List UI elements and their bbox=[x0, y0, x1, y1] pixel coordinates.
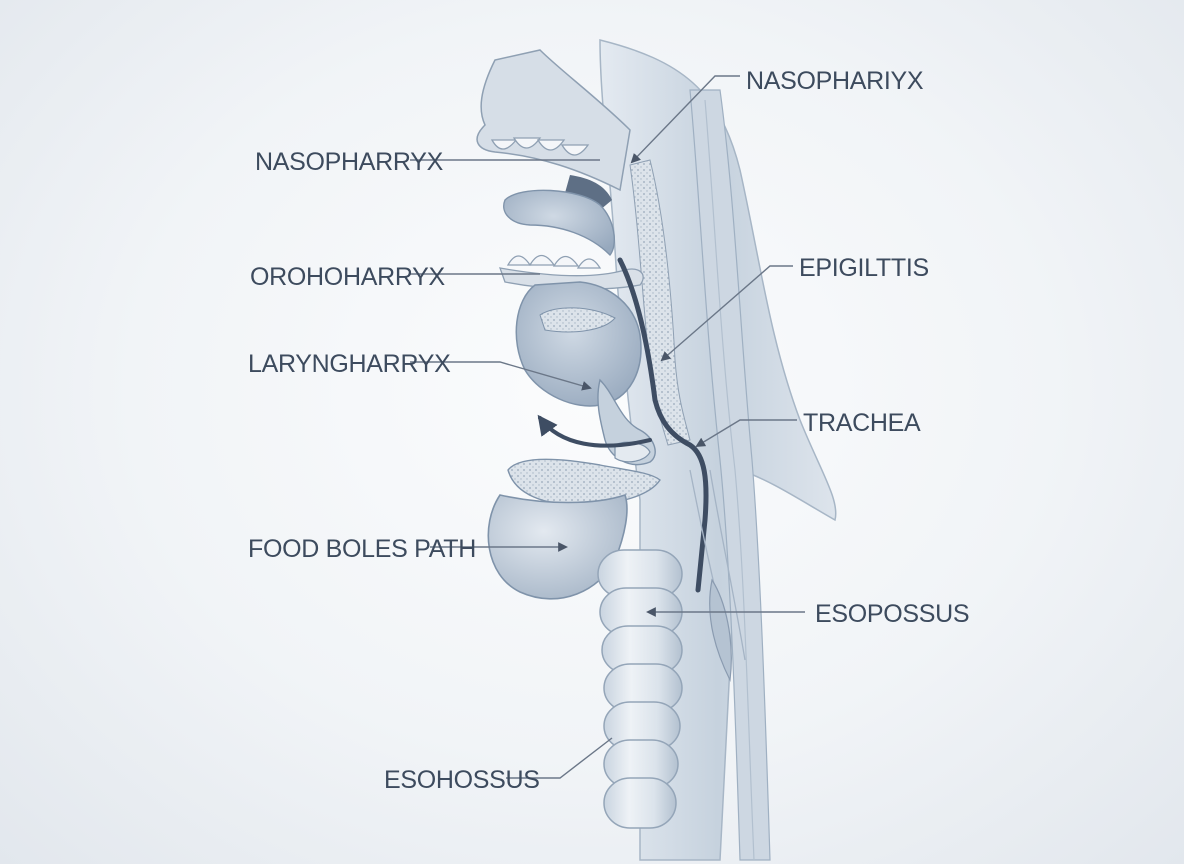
esophagus-tube bbox=[597, 549, 683, 829]
soft-palate bbox=[503, 189, 616, 257]
spine-line bbox=[704, 99, 755, 861]
anatomy-illustration bbox=[476, 39, 837, 861]
leader-esohossus bbox=[506, 737, 613, 779]
palate bbox=[565, 175, 612, 210]
leader-epigilttis bbox=[660, 265, 793, 362]
label-food-boles-path: FOOD BOLES PATH bbox=[248, 535, 476, 563]
lower-teeth bbox=[506, 254, 602, 269]
upper-teeth bbox=[490, 137, 590, 156]
label-nasopharryx: NASOPHARRYX bbox=[255, 148, 444, 176]
cartilage-column bbox=[629, 159, 691, 446]
label-esopossus: ESOPOSSUS bbox=[815, 600, 969, 628]
food-path-line bbox=[617, 257, 709, 593]
label-nasophariyx: NASOPHARIYX bbox=[746, 67, 924, 95]
leader-lines bbox=[410, 75, 805, 779]
label-trachea: TRACHEA bbox=[803, 409, 921, 437]
label-esohossus: ESOHOSSUS bbox=[384, 766, 540, 794]
label-laryngharryx: LARYNGHARRYX bbox=[248, 350, 451, 378]
leader-nasophariyx bbox=[630, 75, 740, 164]
tongue bbox=[515, 281, 642, 407]
labels: NASOPHARIYX NASOPHARRYX EPIGILTTIS OROHO… bbox=[248, 67, 970, 794]
tongue-texture bbox=[539, 307, 616, 333]
spine-band bbox=[689, 89, 771, 861]
label-epigilttis: EPIGILTTIS bbox=[799, 254, 929, 282]
leader-trachea bbox=[695, 419, 797, 448]
label-orohoharryx: OROHOHARRYX bbox=[250, 263, 446, 291]
upper-lip bbox=[476, 49, 631, 192]
swallow-arrow bbox=[537, 414, 652, 448]
leader-laryngharryx bbox=[410, 361, 592, 391]
